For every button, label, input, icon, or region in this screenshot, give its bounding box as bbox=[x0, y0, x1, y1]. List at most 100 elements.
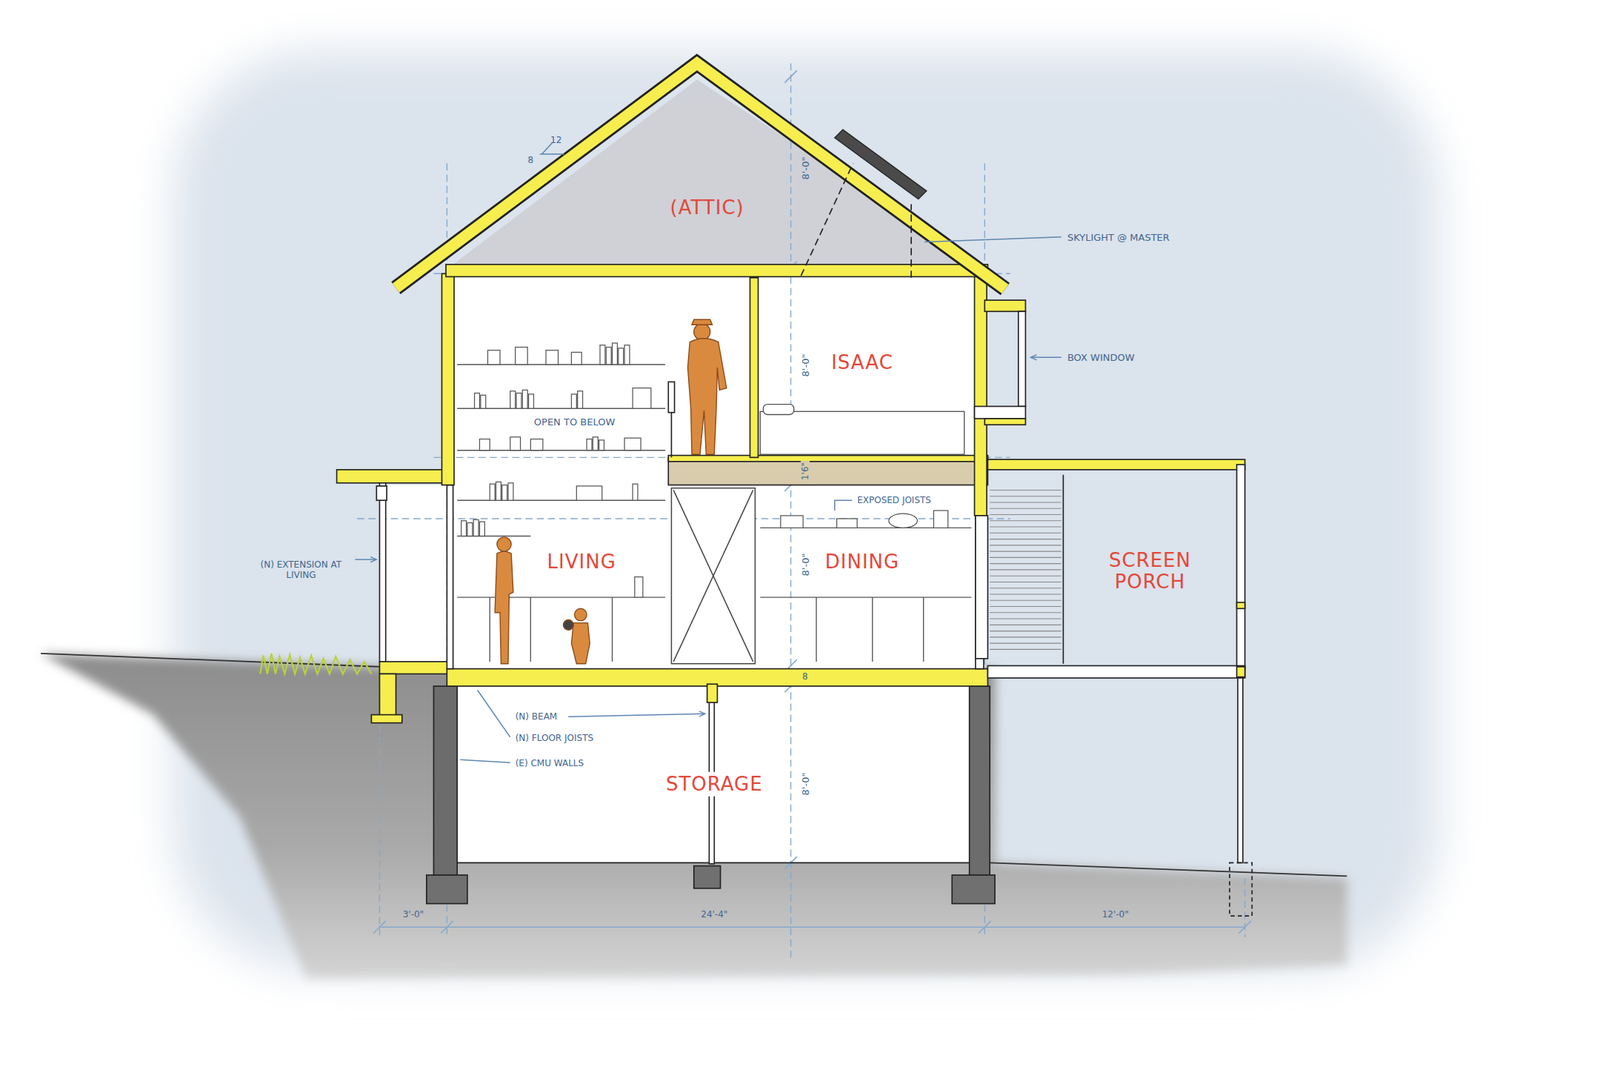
bed bbox=[762, 404, 794, 415]
skylight bbox=[834, 129, 927, 200]
shelf-items bbox=[586, 439, 592, 451]
people bbox=[691, 319, 713, 325]
skylight bbox=[800, 129, 926, 278]
screen-porch bbox=[1062, 474, 1065, 664]
callout-note: (N) EXTENSION AT LIVING bbox=[252, 558, 349, 580]
screen-porch bbox=[1237, 602, 1246, 609]
second-floor bbox=[668, 455, 988, 462]
shelf-items bbox=[515, 347, 529, 365]
leader-lines bbox=[1030, 357, 1061, 359]
stair-opening bbox=[673, 489, 753, 662]
shelf-items bbox=[516, 393, 522, 409]
room-label: SCREEN PORCH bbox=[1094, 550, 1206, 593]
room-label: STORAGE bbox=[661, 771, 768, 797]
shelf-items bbox=[632, 483, 638, 500]
dimension: 1'6" bbox=[800, 460, 810, 482]
screen-hatch bbox=[989, 575, 1061, 577]
screen-hatch bbox=[989, 587, 1061, 589]
people bbox=[571, 622, 590, 664]
screen-hatch bbox=[989, 562, 1061, 564]
interior bbox=[385, 273, 986, 863]
slope-symbol bbox=[540, 142, 565, 155]
shelf-items bbox=[592, 437, 598, 451]
area-note: OPEN TO BELOW bbox=[534, 416, 615, 426]
shelf-items bbox=[618, 348, 624, 365]
shelf-items bbox=[522, 389, 528, 409]
shelves bbox=[815, 597, 817, 662]
attic bbox=[448, 79, 982, 268]
extension bbox=[337, 469, 450, 723]
shelf-items bbox=[933, 510, 948, 528]
second-floor bbox=[441, 264, 988, 516]
screen-hatch bbox=[989, 551, 1061, 552]
shelf-items bbox=[479, 439, 490, 451]
callout-note: (E) CMU WALLS bbox=[515, 758, 585, 768]
screen-hatch bbox=[989, 538, 1061, 540]
first-floor bbox=[446, 485, 453, 669]
shelf-items bbox=[461, 520, 467, 537]
shelf-items bbox=[508, 482, 514, 500]
shelf-items bbox=[612, 342, 618, 365]
dimension-lines bbox=[357, 62, 1245, 960]
dimension-ticks bbox=[978, 920, 992, 934]
leader-lines bbox=[924, 237, 1062, 243]
extension bbox=[379, 673, 396, 720]
dimension: 12'-0" bbox=[1102, 909, 1129, 919]
second-floor bbox=[750, 277, 759, 458]
room-label: ISAAC bbox=[831, 351, 894, 374]
basement bbox=[951, 874, 995, 904]
callout-note: BOX WINDOW bbox=[1067, 352, 1135, 363]
people bbox=[494, 551, 514, 664]
shelves bbox=[530, 597, 532, 662]
shelf-items bbox=[545, 350, 559, 365]
shelf-items bbox=[495, 481, 501, 500]
roof bbox=[395, 62, 1005, 289]
shelf-items bbox=[487, 350, 500, 365]
shelf-items bbox=[510, 391, 516, 409]
shelf-items bbox=[474, 393, 480, 409]
slope-symbol bbox=[540, 142, 565, 155]
people bbox=[562, 619, 574, 630]
screen-hatch bbox=[989, 520, 1061, 521]
box-window bbox=[1018, 311, 1026, 406]
screen-porch bbox=[1237, 677, 1243, 863]
screen-hatch bbox=[989, 636, 1061, 638]
dimension: 8'-0" bbox=[800, 157, 810, 180]
screen-porch bbox=[1237, 666, 1246, 678]
extension bbox=[337, 469, 450, 483]
shelf-items bbox=[599, 440, 605, 451]
skylight bbox=[910, 204, 912, 278]
slope-rise: 8 bbox=[527, 155, 534, 165]
room-label: LIVING bbox=[547, 550, 617, 572]
room-label: DINING bbox=[825, 550, 900, 572]
ground bbox=[40, 653, 1347, 978]
screen-hatch bbox=[989, 618, 1061, 620]
slope-run: 12 bbox=[550, 135, 562, 145]
second-floor bbox=[445, 264, 988, 278]
dimension: 8 bbox=[802, 671, 809, 681]
screen-hatch bbox=[989, 544, 1061, 546]
dimension: 8'-0" bbox=[800, 354, 810, 378]
shelf-items bbox=[489, 483, 495, 500]
screen-porch bbox=[987, 459, 1245, 470]
screen-hatch bbox=[989, 514, 1061, 515]
shelves bbox=[922, 597, 924, 662]
ground bbox=[40, 653, 380, 667]
extension bbox=[376, 485, 387, 500]
shelf-items bbox=[624, 437, 641, 451]
dimension-ticks bbox=[440, 920, 454, 934]
dimension: 24'-4" bbox=[700, 909, 728, 919]
screen-hatch bbox=[989, 508, 1061, 509]
people bbox=[687, 338, 726, 455]
callout-note: EXPOSED JOISTS bbox=[857, 495, 932, 505]
skylight bbox=[800, 162, 853, 276]
dimension-ticks bbox=[373, 920, 386, 934]
grass bbox=[260, 653, 372, 675]
box-window bbox=[974, 300, 1026, 425]
screen-porch bbox=[1237, 464, 1246, 669]
shelves bbox=[457, 596, 666, 598]
screen-hatch bbox=[989, 495, 1061, 497]
basement bbox=[433, 685, 458, 875]
screen-hatch bbox=[989, 501, 1061, 503]
interior bbox=[385, 485, 449, 662]
